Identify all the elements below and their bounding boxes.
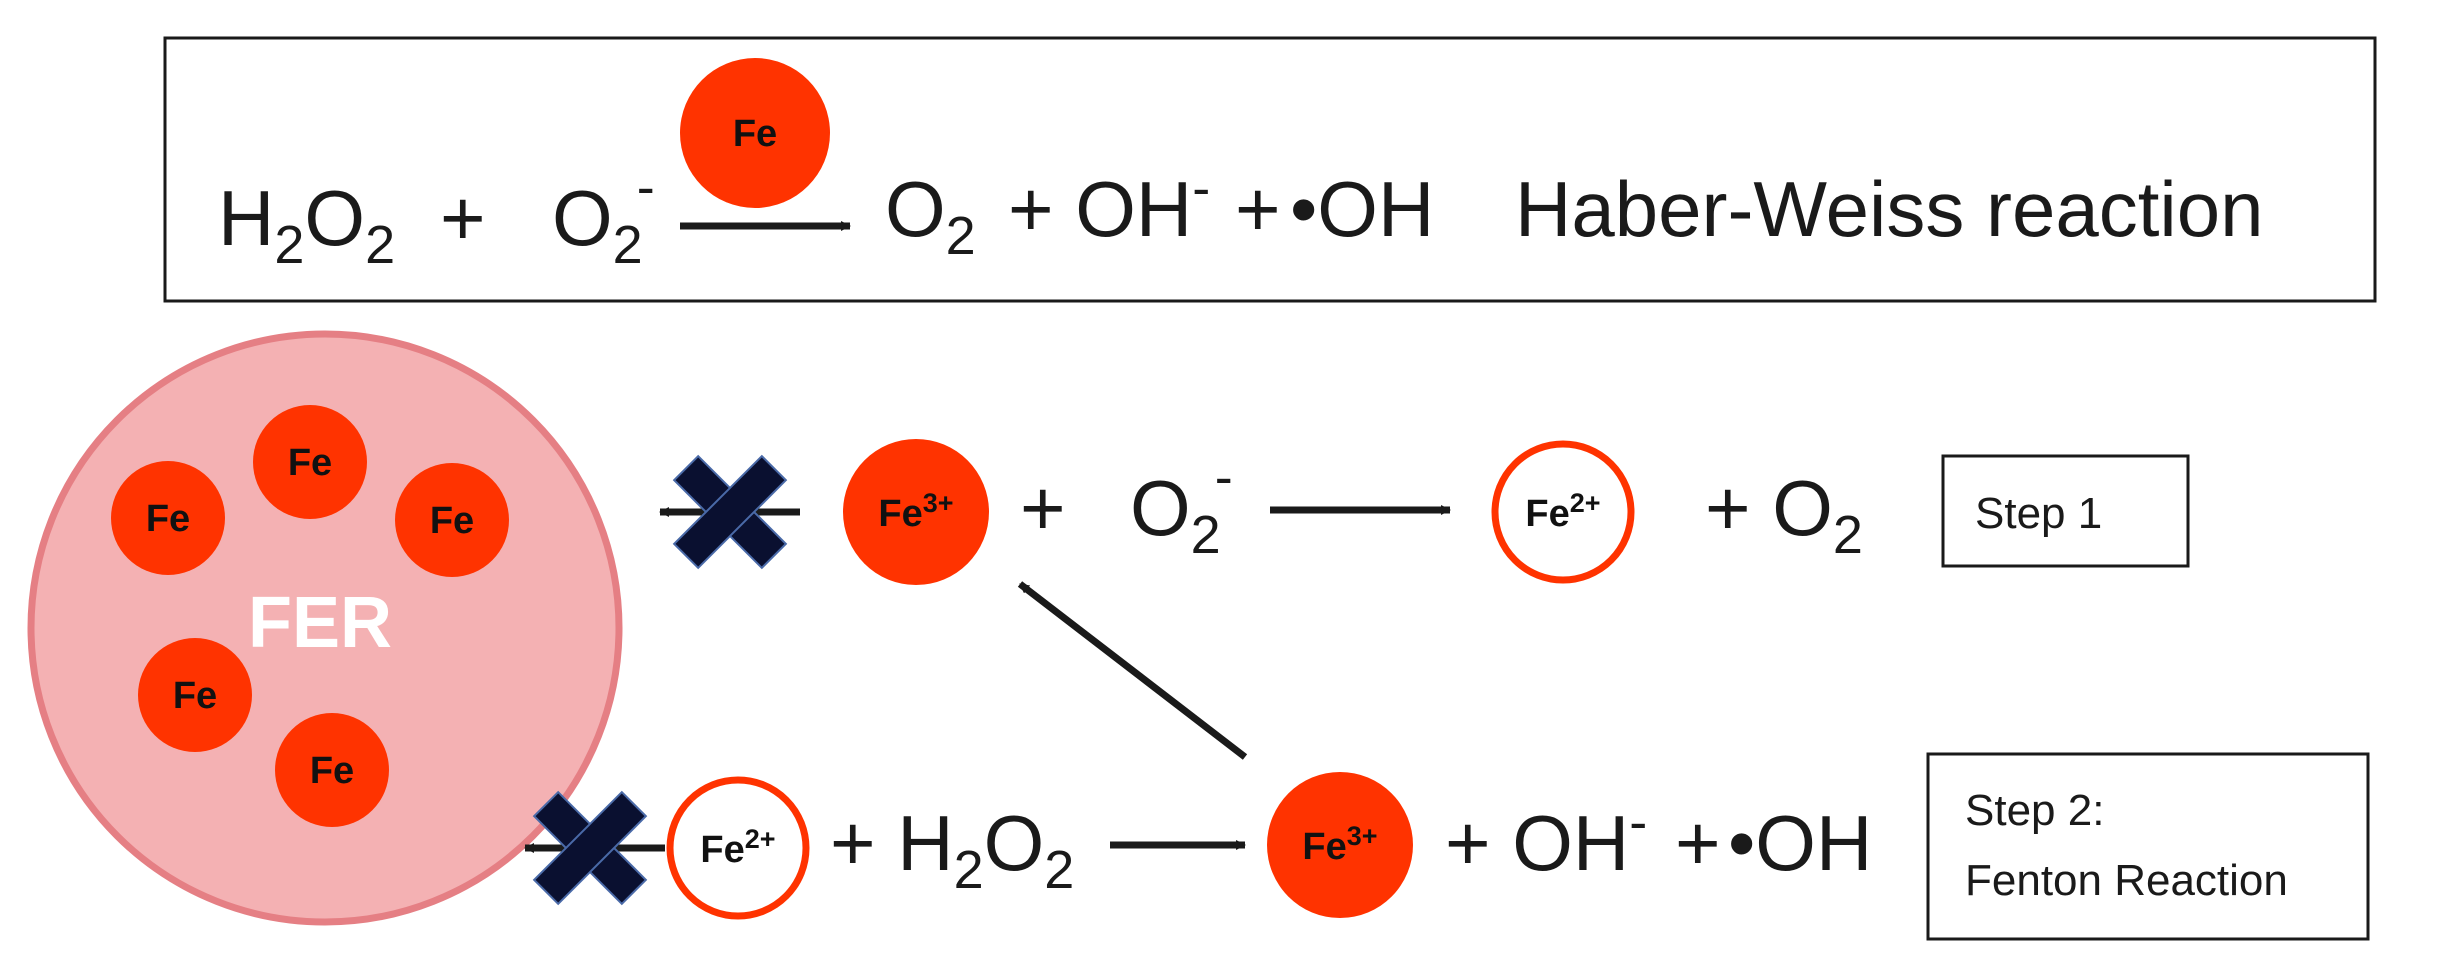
haber-weiss-products: O2 + OH- + •OH <box>885 135 1434 271</box>
block-x-icon <box>672 454 788 570</box>
h2o2-base: H <box>218 174 274 262</box>
haber-weiss-equation: H2O2 + O2- <box>218 157 655 280</box>
regeneration-arrow <box>1017 581 1248 760</box>
step1-reactants: + O2- <box>1020 447 1233 565</box>
iron-catalyst-icon <box>680 58 830 208</box>
ferritin-complex: FER Fe Fe Fe Fe Fe <box>27 330 623 926</box>
iron-icon <box>253 405 367 519</box>
step2-ferric-iron: Fe3+ <box>1267 772 1413 918</box>
step1-blocked-release <box>659 454 800 570</box>
iron-label: Fe <box>173 675 217 717</box>
block-x-icon <box>532 790 648 906</box>
step2-reaction: Fe2+ + H2O2 Fe3+ + OH- + •OH Step 2: Fen… <box>524 752 2370 941</box>
ferrous-iron-label: Fe2+ <box>1525 488 1600 535</box>
iron-label: Fe <box>310 750 354 792</box>
ferric-iron-icon <box>843 439 989 585</box>
step2-hydrogen-peroxide: + H2O2 <box>830 799 1074 900</box>
hydroxide-product: + OH <box>1008 165 1192 253</box>
step2-label-line1: Step 2: <box>1965 786 2104 835</box>
ferrous-iron-icon <box>666 776 810 920</box>
stored-iron-2: Fe <box>111 461 225 575</box>
stored-iron-3: Fe <box>395 463 509 577</box>
ferric-iron-label: Fe3+ <box>878 488 953 535</box>
iron-icon <box>275 713 389 827</box>
catalyst-label: Fe <box>733 113 777 155</box>
haber-weiss-catalyst: Fe <box>680 58 830 208</box>
stored-iron-5: Fe <box>275 713 389 827</box>
step2-box: Step 2: Fenton Reaction <box>1926 752 2370 941</box>
step2-label-line2: Fenton Reaction <box>1965 856 2288 905</box>
step2-ferrous-iron: Fe2+ <box>666 776 810 920</box>
hydroxyl-radical: •OH <box>1290 165 1434 253</box>
stored-iron-1: Fe <box>253 405 367 519</box>
ferric-iron-label: Fe3+ <box>1302 821 1377 868</box>
hydroxyl-radical: •OH <box>1728 799 1872 887</box>
superoxide: O <box>1130 464 1191 552</box>
ferritin-label: FER <box>248 583 392 663</box>
iron-icon <box>395 463 509 577</box>
plus-sign: + <box>1020 464 1066 552</box>
step1-box: Step 1 <box>1941 454 2190 568</box>
step2-products: + OH- + •OH <box>1445 769 1872 887</box>
iron-label: Fe <box>288 442 332 484</box>
iron-icon <box>111 461 225 575</box>
iron-icon <box>138 638 252 752</box>
step1-label: Step 1 <box>1975 489 2102 538</box>
plus-sign: + <box>440 174 486 262</box>
hydroxide-product: + OH <box>1445 799 1629 887</box>
superoxide-base: O <box>552 174 613 262</box>
step1-reaction: Fe3+ + O2- Fe2+ + O2 Step 1 <box>659 439 2190 585</box>
iron-label: Fe <box>146 498 190 540</box>
ferrous-iron-label: Fe2+ <box>700 824 775 871</box>
step1-oxygen-product: + O2 <box>1705 464 1863 565</box>
step1-ferrous-iron: Fe2+ <box>1491 440 1635 584</box>
step1-ferric-iron: Fe3+ <box>843 439 989 585</box>
oxygen-product: O <box>885 165 946 253</box>
step2-blocked-release <box>524 790 665 906</box>
haber-weiss-box <box>163 36 2377 303</box>
stored-iron-4: Fe <box>138 638 252 752</box>
haber-weiss-panel: Fe H2O2 + O2- O2 + OH- + •OH Haber-Weiss… <box>163 36 2377 303</box>
ferrous-iron-icon <box>1491 440 1635 584</box>
ferric-iron-icon <box>1267 772 1413 918</box>
haber-weiss-name: Haber-Weiss reaction <box>1515 165 2264 253</box>
iron-label: Fe <box>430 500 474 542</box>
